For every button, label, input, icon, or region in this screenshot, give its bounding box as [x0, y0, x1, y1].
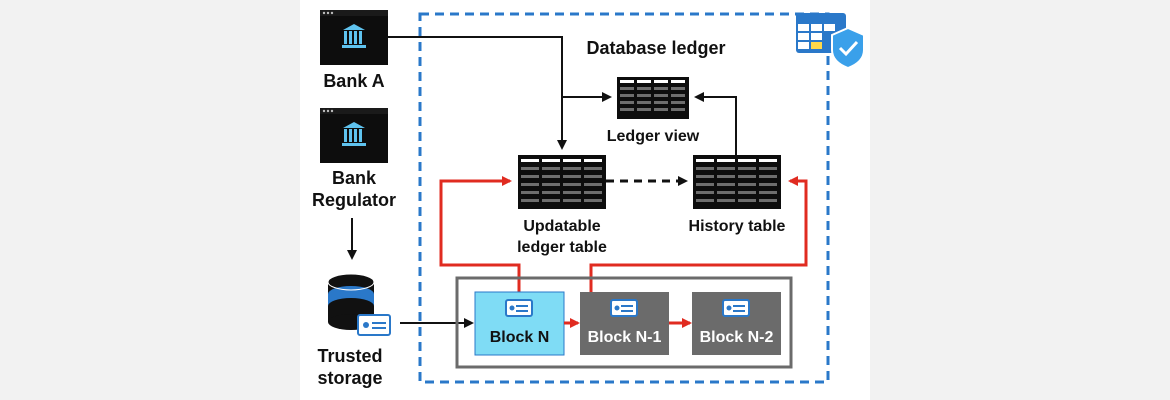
updatable-ledger-table-label: Updatable ledger table — [517, 218, 607, 256]
block-n2-label: Block N-2 — [699, 329, 774, 346]
block-n1-to-history-link — [589, 176, 808, 292]
block-chain-container — [455, 276, 793, 369]
ledger-view-label: Ledger view — [606, 128, 700, 145]
block-n1 — [580, 292, 669, 355]
bank-a-icon — [320, 10, 388, 65]
trusted-storage-label: Trusted storage — [317, 346, 383, 388]
diagram-title: Database ledger — [586, 38, 726, 58]
block-n-to-updatable-link — [439, 176, 521, 292]
bank-regulator-icon — [320, 108, 388, 163]
bank-a-label: Bank A — [323, 71, 385, 91]
block-n1-label: Block N-1 — [587, 329, 662, 346]
ledger-shield-icon — [796, 13, 865, 70]
block-n-label: Block N — [489, 329, 550, 346]
ledger-boundary — [418, 12, 830, 384]
bank-regulator-label: Bank Regulator — [311, 168, 396, 210]
block-n — [474, 291, 565, 356]
block-n2 — [692, 292, 781, 355]
ledger-view-table-icon — [617, 77, 689, 119]
history-table-label: History table — [688, 218, 786, 235]
history-table-icon — [693, 155, 781, 209]
bank-to-updatable-arrow — [388, 36, 567, 150]
updatable-ledger-table-icon — [518, 155, 606, 209]
history-to-ledger-view-arrow — [694, 92, 737, 155]
certificate-icon — [357, 314, 391, 336]
